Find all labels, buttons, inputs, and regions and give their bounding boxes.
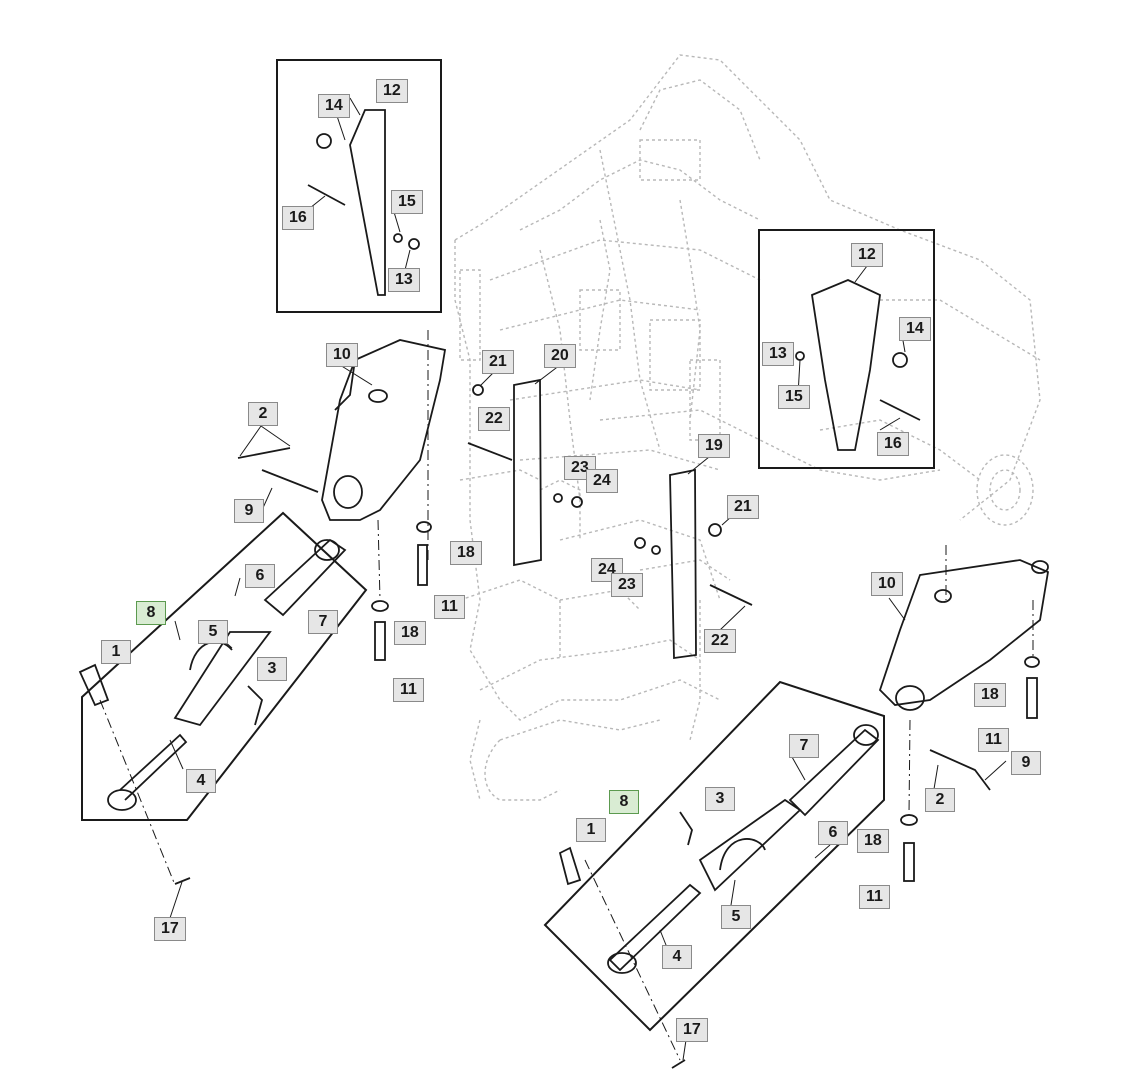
part-callout-12: 12	[851, 243, 883, 267]
part-callout-13: 13	[762, 342, 794, 366]
part-callout-19: 19	[698, 434, 730, 458]
part-callout-21: 21	[727, 495, 759, 519]
part-callout-18: 18	[450, 541, 482, 565]
detail-frames	[81, 59, 935, 1032]
part-callout-11: 11	[859, 885, 890, 909]
part-callout-12: 12	[376, 79, 408, 103]
part-callout-4: 4	[662, 945, 692, 969]
part-callout-9: 9	[1011, 751, 1041, 775]
leader-lines	[99, 330, 1034, 1061]
part-callout-10: 10	[326, 343, 358, 367]
part-callout-22: 22	[478, 407, 510, 431]
part-callout-15: 15	[391, 190, 423, 214]
part-callout-16: 16	[877, 432, 909, 456]
part-callout-8: 8	[609, 790, 639, 814]
part-callout-7: 7	[308, 610, 338, 634]
part-callout-24: 24	[586, 469, 618, 493]
parts-outline	[78, 109, 1050, 1069]
part-callout-2: 2	[248, 402, 278, 426]
part-callout-11: 11	[393, 678, 424, 702]
part-callout-17: 17	[676, 1018, 708, 1042]
part-callout-14: 14	[318, 94, 350, 118]
part-callout-6: 6	[245, 564, 275, 588]
part-callout-18: 18	[394, 621, 426, 645]
part-callout-6: 6	[818, 821, 848, 845]
part-callout-18: 18	[974, 683, 1006, 707]
part-callout-4: 4	[186, 769, 216, 793]
part-callout-1: 1	[576, 818, 606, 842]
part-callout-17: 17	[154, 917, 186, 941]
part-callout-3: 3	[257, 657, 287, 681]
part-callout-2: 2	[925, 788, 955, 812]
part-callout-10: 10	[871, 572, 903, 596]
part-callout-18: 18	[857, 829, 889, 853]
part-callout-8: 8	[136, 601, 166, 625]
part-callout-20: 20	[544, 344, 576, 368]
part-callout-1: 1	[101, 640, 131, 664]
part-callout-3: 3	[705, 787, 735, 811]
part-callout-23: 23	[611, 573, 643, 597]
part-callout-21: 21	[482, 350, 514, 374]
part-callout-22: 22	[704, 629, 736, 653]
part-callout-16: 16	[282, 206, 314, 230]
part-callout-5: 5	[198, 620, 228, 644]
part-callout-14: 14	[899, 317, 931, 341]
part-callout-9: 9	[234, 499, 264, 523]
part-callout-5: 5	[721, 905, 751, 929]
tractor-frame-background	[454, 54, 1041, 801]
part-callout-11: 11	[434, 595, 465, 619]
part-callout-15: 15	[778, 385, 810, 409]
part-callout-23: 23	[564, 456, 596, 480]
part-callout-7: 7	[789, 734, 819, 758]
part-callout-13: 13	[388, 268, 420, 292]
part-callout-11: 11	[978, 728, 1009, 752]
